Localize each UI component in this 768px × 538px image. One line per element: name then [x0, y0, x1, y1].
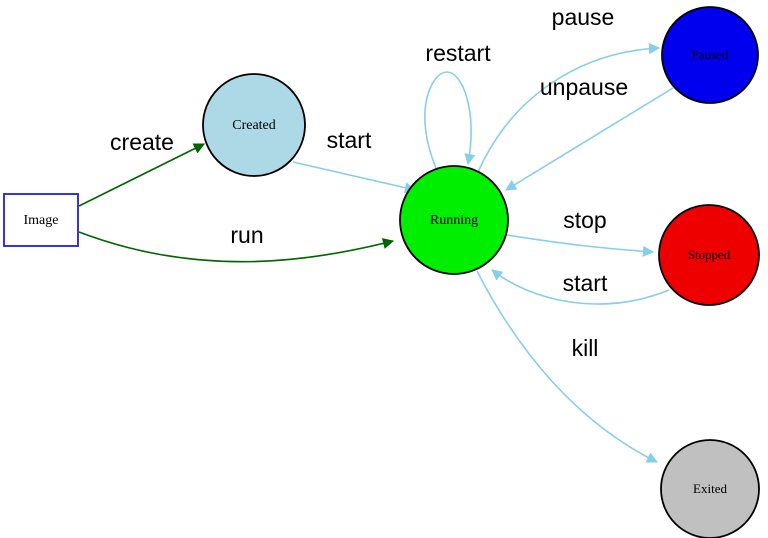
- edge-label-restart: restart: [425, 40, 491, 66]
- node-paused-label: Paused: [692, 47, 729, 62]
- edge-unpause[interactable]: unpause: [505, 74, 674, 191]
- edges-layer: create run start restart pause: [78, 4, 674, 463]
- edge-pause[interactable]: pause: [477, 4, 661, 173]
- node-stopped-label: Stopped: [688, 247, 731, 262]
- edge-label-kill: kill: [572, 335, 599, 361]
- edge-label-start-created: start: [327, 127, 372, 153]
- edge-stop-path: [506, 234, 655, 257]
- edge-start-created-path: [292, 161, 417, 194]
- edge-label-pause: pause: [552, 4, 615, 30]
- edge-restart-path: [424, 71, 476, 169]
- edge-label-stop: stop: [563, 207, 606, 233]
- node-image-shape: [3, 193, 79, 247]
- node-stopped-shape: [658, 204, 760, 306]
- node-image[interactable]: Image: [3, 193, 79, 247]
- node-running-shape: [399, 165, 509, 275]
- node-created-shape: [202, 73, 306, 177]
- node-image-label: Image: [24, 213, 59, 228]
- node-exited[interactable]: Exited: [660, 439, 760, 538]
- edge-stop[interactable]: stop: [506, 207, 655, 257]
- node-paused[interactable]: Paused: [661, 6, 759, 104]
- edge-run-path: [78, 231, 395, 263]
- node-exited-shape: [660, 439, 760, 538]
- edge-label-run: run: [230, 222, 263, 248]
- edge-label-create: create: [110, 129, 174, 155]
- node-created[interactable]: Created: [202, 73, 306, 177]
- node-exited-label: Exited: [693, 481, 727, 496]
- edge-start-stopped-path: [491, 269, 670, 305]
- edge-restart[interactable]: restart: [424, 40, 491, 169]
- node-created-label: Created: [232, 118, 276, 133]
- edge-unpause-path: [505, 87, 674, 191]
- node-running[interactable]: Running: [399, 165, 509, 275]
- edge-kill-path: [476, 270, 659, 463]
- nodes-layer: Image Created Running Paused Stopped: [3, 6, 760, 538]
- edge-create-path: [78, 143, 206, 207]
- edge-run[interactable]: run: [78, 222, 395, 263]
- edge-create[interactable]: create: [78, 129, 206, 207]
- edge-start-created[interactable]: start: [292, 127, 417, 194]
- edge-start-stopped[interactable]: start: [491, 269, 670, 305]
- edge-pause-path: [477, 42, 661, 173]
- edge-label-unpause: unpause: [540, 74, 628, 100]
- edge-label-start-stopped: start: [563, 270, 608, 296]
- node-stopped[interactable]: Stopped: [658, 204, 760, 306]
- edge-kill[interactable]: kill: [476, 270, 659, 463]
- node-paused-shape: [661, 6, 759, 104]
- node-running-label: Running: [430, 213, 478, 228]
